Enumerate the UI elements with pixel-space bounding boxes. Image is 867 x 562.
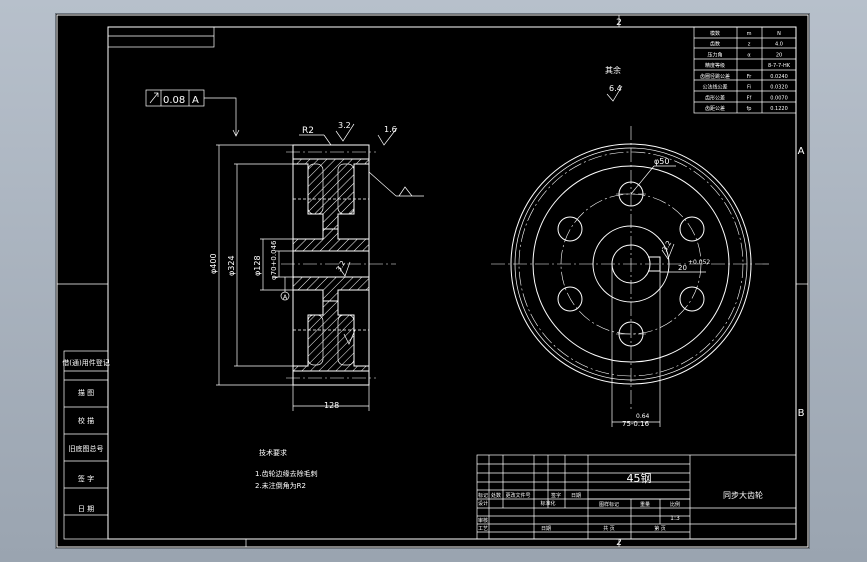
- strip-5: 签 字: [78, 474, 94, 483]
- rev-h2: 处数: [491, 492, 501, 499]
- strip-4: 旧底图总号: [69, 444, 104, 453]
- tolerance-frame: 0.08 A: [145, 89, 240, 137]
- code-box: [107, 26, 215, 48]
- strip-3: 校 描: [78, 416, 94, 425]
- dim-dia-outer: φ400: [209, 253, 218, 274]
- tolerance-datum: A: [192, 95, 199, 106]
- left-strip: 借(通)用件登记 描 图 校 描 旧底图总号 签 字 日 期: [62, 350, 110, 540]
- sheet-no: 第 页: [654, 525, 666, 532]
- rev-h5: 日期: [571, 493, 581, 499]
- params-cell-1-2: 4.0: [775, 42, 783, 48]
- scale: 1:3: [670, 515, 680, 522]
- dim-dia-hub: φ128: [253, 255, 262, 276]
- params-cell-0-2: N: [777, 31, 781, 37]
- rev-h4: 签字: [551, 492, 561, 499]
- inner-border: [107, 26, 797, 540]
- params-cell-2-0: 压力角: [707, 51, 722, 58]
- stage-h3: 比例: [670, 501, 680, 508]
- rough-side: 1.6: [384, 125, 397, 134]
- keyway-tol: 0.64: [636, 413, 650, 420]
- row-process: 工艺: [478, 526, 488, 532]
- drawing-canvas: 2 2 A B 模数 m N 齿数 z 4.0 压力角 α 20 精度等级 8-7-7-HK 齿圈径跳…: [56, 14, 809, 548]
- front-view: φ50 3.2 20 +0.052 75-0.16 0.64: [491, 126, 771, 428]
- params-cell-3-0: 精度等级: [705, 62, 725, 69]
- row-date: 日期: [541, 526, 551, 532]
- stage-h1: 图样标记: [599, 501, 619, 508]
- part-name: 同步大齿轮: [723, 490, 763, 500]
- params-cell-7-1: fp: [747, 106, 752, 112]
- params-cell-6-0: 齿形公差: [705, 94, 725, 101]
- row-review: 审核: [478, 517, 488, 524]
- material: 45钢: [627, 472, 652, 485]
- strip-1: 借(通)用件登记: [62, 358, 109, 367]
- params-cell-0-1: m: [747, 31, 752, 37]
- keyway-dim: 75-0.16: [622, 420, 650, 428]
- params-cell-4-2: 0.0240: [770, 74, 788, 80]
- zone-top: 2: [616, 18, 622, 28]
- dim-dia-bore: φ70+0.046: [270, 240, 278, 280]
- zone-a: A: [798, 146, 805, 157]
- outer-border: [56, 14, 809, 548]
- params-cell-7-2: 0.1220: [770, 106, 788, 112]
- rough-top: 3.2: [338, 121, 351, 130]
- title-block: 45钢 同步大齿轮 标记 处数 更改文件号 签字 日期 设计 标准化 图样标记 …: [476, 454, 797, 540]
- params-cell-0-0: 模数: [710, 30, 720, 37]
- params-table: 模数 m N 齿数 z 4.0 压力角 α 20 精度等级 8-7-7-HK 齿圈径跳公差 Fr 0.02…: [693, 26, 797, 114]
- params-cell-4-0: 齿圈径跳公差: [700, 73, 730, 80]
- params-cell-2-1: α: [747, 52, 751, 58]
- surface-note-value: 6.4: [609, 84, 622, 93]
- row-design: 设计: [478, 500, 488, 507]
- dim-dia-mid: φ324: [227, 255, 236, 276]
- sheets-total: 共 页: [603, 525, 615, 532]
- surface-note-label: 其余: [605, 65, 621, 75]
- tech-notes-line2: 2.未注倒角为R2: [255, 481, 306, 490]
- params-cell-6-1: Ff: [747, 95, 752, 101]
- row-std: 标准化: [540, 500, 555, 507]
- key-tol: +0.052: [688, 259, 710, 266]
- zone-b: B: [798, 408, 805, 419]
- zone-bottom: 2: [616, 538, 622, 548]
- datum-a: A: [283, 294, 288, 301]
- rev-h1: 标记: [478, 492, 488, 499]
- params-cell-3-2: 8-7-7-HK: [768, 63, 791, 69]
- params-cell-5-0: 公法线公差: [702, 84, 727, 91]
- params-cell-4-1: Fr: [747, 74, 753, 80]
- params-cell-5-2: 0.0320: [770, 85, 788, 91]
- params-cell-6-2: 0.0070: [770, 95, 788, 101]
- params-cell-1-0: 齿数: [710, 41, 720, 48]
- tolerance-value: 0.08: [163, 95, 185, 106]
- params-cell-7-0: 齿距公差: [705, 105, 725, 112]
- strip-6: 日 期: [78, 505, 94, 513]
- section-view: φ400 φ324 φ128 φ70+0.046 A 128 R2 3.2 1.…: [209, 121, 424, 411]
- params-cell-2-2: 20: [776, 52, 782, 58]
- strip-2: 描 图: [78, 388, 94, 397]
- stage-h2: 重量: [640, 501, 650, 508]
- dim-width: 128: [324, 401, 339, 410]
- params-cell-5-1: Fi: [747, 85, 751, 91]
- key-width: 20: [678, 264, 687, 272]
- drawing-sheet: 2 2 A B 模数 m N 齿数 z 4.0 压力角 α 20 精度等级 8-7-7-HK 齿圈径跳…: [56, 14, 809, 548]
- hole-dia: φ50: [654, 157, 669, 166]
- radius-label: R2: [302, 126, 314, 136]
- params-cell-1-1: z: [748, 42, 751, 48]
- rev-h3: 更改文件号: [505, 492, 530, 499]
- tech-notes-title: 技术要求: [259, 448, 287, 457]
- tech-notes-line1: 1.齿轮边缘去除毛刺: [255, 469, 318, 478]
